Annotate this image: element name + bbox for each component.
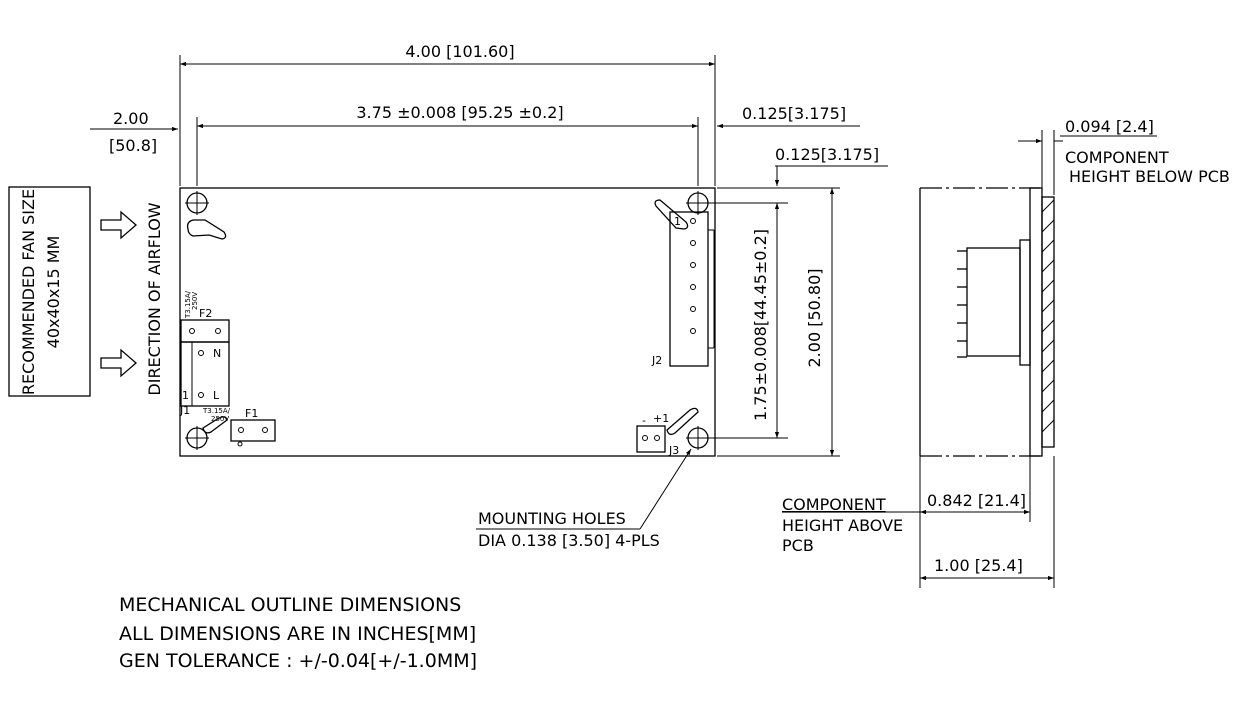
f2-rating: T3.15A/ (184, 290, 192, 319)
below-subtitle: HEIGHT BELOW PCB (1069, 167, 1230, 186)
note-line-2: ALL DIMENSIONS ARE IN INCHES[MM] (119, 623, 476, 645)
mounting-hole-bottom-left (185, 426, 209, 450)
connector-j2: 1 J2 (651, 211, 715, 367)
hole-spacing-x-dimension: 3.75 ±0.008 [95.25 ±0.2] (196, 103, 699, 186)
j2-label: J2 (651, 354, 662, 367)
mounting-hole-top-left (185, 191, 209, 215)
pcb-thickness-label: 0.094 [2.4] (1065, 117, 1154, 136)
j1-pin1: 1 (182, 389, 189, 402)
overall-length-label: 4.00 [101.60] (405, 42, 514, 61)
slot-bottom-left (202, 416, 228, 434)
note-line-3: GEN TOLERANCE : +/-0.04[+/-1.0MM] (119, 650, 477, 672)
fan-size-value: 40x40x15 MM (44, 236, 63, 349)
overall-width-label: 2.00 [50.80] (805, 269, 824, 368)
mounting-holes-callout: MOUNTING HOLES DIA 0.138 [3.50] 4-PLS (476, 448, 692, 550)
above-subtitle-2: PCB (782, 536, 814, 555)
edge-offset-x-dimension: 0.125[3.175] (717, 104, 860, 129)
above-subtitle: HEIGHT ABOVE (782, 516, 903, 535)
fuse-f1: T3.15A/ 250V F1 (202, 407, 276, 447)
slot-bottom-right (666, 407, 699, 436)
left-offset-value: 2.00 (113, 109, 149, 128)
j1-label: J1 (179, 404, 190, 417)
note-line-1: MECHANICAL OUTLINE DIMENSIONS (119, 594, 461, 616)
left-offset-dimension: 2.00 [50.8] (90, 109, 178, 155)
edge-offset-x-label: 0.125[3.175] (742, 104, 846, 123)
pcb-thickness-dimension: 0.094 [2.4] COMPONENT HEIGHT BELOW PCB (1018, 117, 1230, 195)
pcb-cross-section (1041, 196, 1055, 448)
height-above-dimension: 0.842 [21.4] COMPONENT HEIGHT ABOVE PCB (782, 456, 1031, 555)
j3-minus: - (642, 414, 646, 427)
below-title: COMPONENT (1065, 148, 1169, 167)
j3-plus: +1 (653, 412, 669, 425)
slot-top-left (186, 219, 227, 240)
drawing-notes: MECHANICAL OUTLINE DIMENSIONS ALL DIMENS… (119, 594, 477, 672)
slot-top-right (654, 199, 689, 230)
terminal-l: L (213, 389, 220, 402)
total-height-dimension: 1.00 [25.4] (919, 456, 1055, 588)
f2-voltage: 250V (191, 292, 199, 310)
edge-offset-y-label: 0.125[3.175] (775, 145, 879, 164)
j2-pin1: 1 (674, 215, 681, 228)
side-view-pins (957, 250, 967, 358)
hole-spacing-x-label: 3.75 ±0.008 [95.25 ±0.2] (356, 103, 563, 122)
f1-voltage: 250V (211, 415, 229, 423)
pcb-hatch (1041, 199, 1055, 433)
fan-size-box: RECOMMENDED FAN SIZE 40x40x15 MM (8, 186, 91, 397)
pcb-side-view (919, 187, 1055, 457)
hole-spacing-y-dimension: 1.75±0.008[44.45±0.2] (708, 202, 788, 439)
edge-offset-y-dimension: 0.125[3.175] (774, 145, 888, 186)
mounting-holes-spec: DIA 0.138 [3.50] 4-PLS (478, 531, 660, 550)
hole-spacing-y-label: 1.75±0.008[44.45±0.2] (751, 229, 770, 421)
f2-label: F2 (199, 307, 212, 320)
connector-j3: - +1 J3 (636, 412, 679, 457)
fan-size-title: RECOMMENDED FAN SIZE (19, 189, 38, 395)
j3-label: J3 (668, 444, 679, 457)
mounting-hole-bottom-right (686, 426, 710, 450)
f1-rating: T3.15A/ (202, 407, 231, 415)
pcb-top-view: T3.15A/ 250V F2 N 1 L J1 T3.15A/ 250V F1 (179, 187, 716, 457)
airflow-arrow-lower (100, 348, 137, 378)
overall-width-dimension: 2.00 [50.80] (717, 187, 840, 457)
left-offset-mm: [50.8] (109, 136, 157, 155)
overall-length-dimension: 4.00 [101.60] (179, 42, 716, 186)
connector-j1: N 1 L J1 (179, 341, 230, 417)
airflow-arrow-upper (100, 210, 137, 240)
fuse-f2: T3.15A/ 250V F2 (180, 290, 230, 343)
airflow-label: DIRECTION OF AIRFLOW (145, 202, 164, 395)
terminal-n: N (213, 347, 221, 360)
height-above-label: 0.842 [21.4] (927, 491, 1026, 510)
mounting-holes-title: MOUNTING HOLES (478, 509, 626, 528)
f1-label: F1 (245, 407, 258, 420)
above-title: COMPONENT (782, 495, 886, 514)
total-height-label: 1.00 [25.4] (934, 556, 1023, 575)
